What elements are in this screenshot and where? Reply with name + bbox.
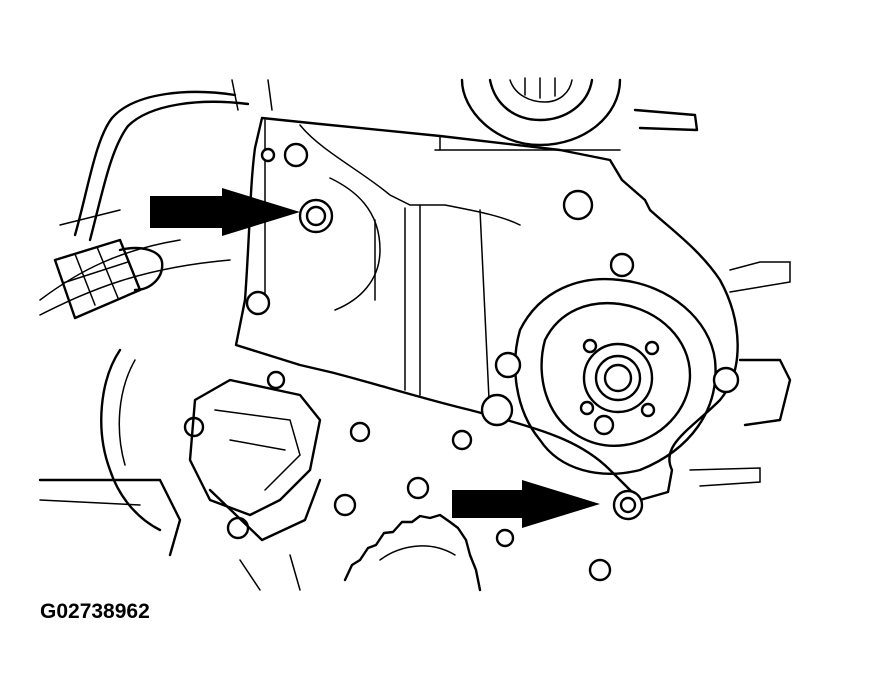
wiring-harness xyxy=(39,90,250,316)
engine-timing-cover-diagram xyxy=(38,77,792,592)
cover-bolts xyxy=(183,142,612,582)
arrow-upper-bolt xyxy=(150,188,300,236)
figure-id: G02738962 xyxy=(40,600,150,623)
timing-cover xyxy=(234,116,739,502)
water-pump xyxy=(494,252,792,521)
arrow-lower-bolt xyxy=(452,480,600,528)
upper-pulley xyxy=(231,77,699,147)
lower-bracket xyxy=(38,348,322,591)
crank-sprocket xyxy=(343,476,482,592)
electrical-connector xyxy=(53,238,164,320)
